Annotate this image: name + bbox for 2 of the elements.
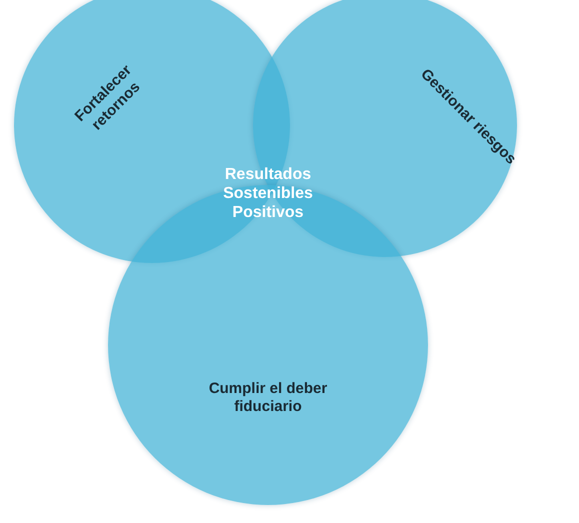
center-label: Resultados Sostenibles Positivos [222,165,314,223]
circle-label: Cumplir el deber fiduciario [208,380,328,416]
